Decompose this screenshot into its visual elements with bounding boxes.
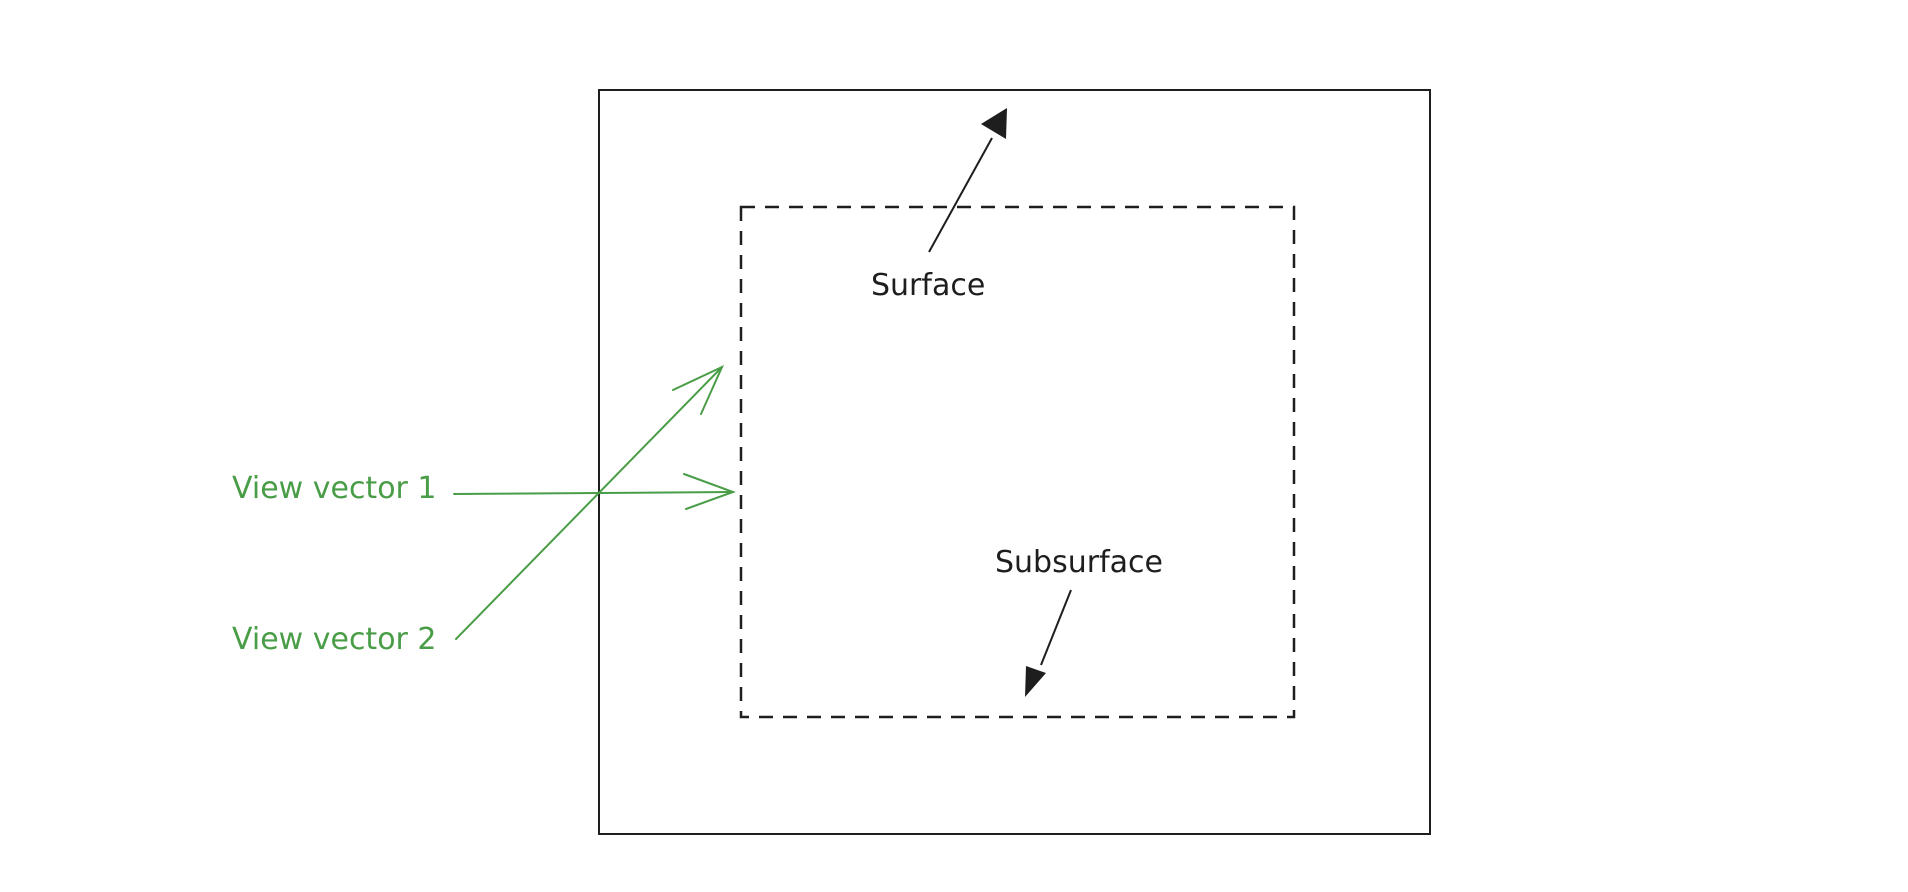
view-vector-1-line	[453, 491, 734, 495]
view-vector-1-arrowhead	[683, 473, 736, 510]
surface-arrow-head	[981, 108, 1007, 139]
subsurface-arrow-head	[1025, 666, 1046, 697]
outer-box	[598, 89, 1431, 835]
view-vector-2-arrowhead	[672, 364, 725, 415]
view-vectors	[453, 364, 736, 640]
inner-dashed-box	[739, 205, 1296, 719]
surface-arrow-line	[928, 137, 993, 253]
view-vector-2-label: View vector 2	[232, 622, 437, 657]
subsurface-arrow-line	[1040, 589, 1072, 666]
surface-label: Surface	[871, 268, 985, 303]
view-vector-1-label: View vector 1	[232, 471, 437, 506]
view-vector-2-line	[455, 366, 723, 640]
subsurface-label: Subsurface	[995, 545, 1163, 580]
